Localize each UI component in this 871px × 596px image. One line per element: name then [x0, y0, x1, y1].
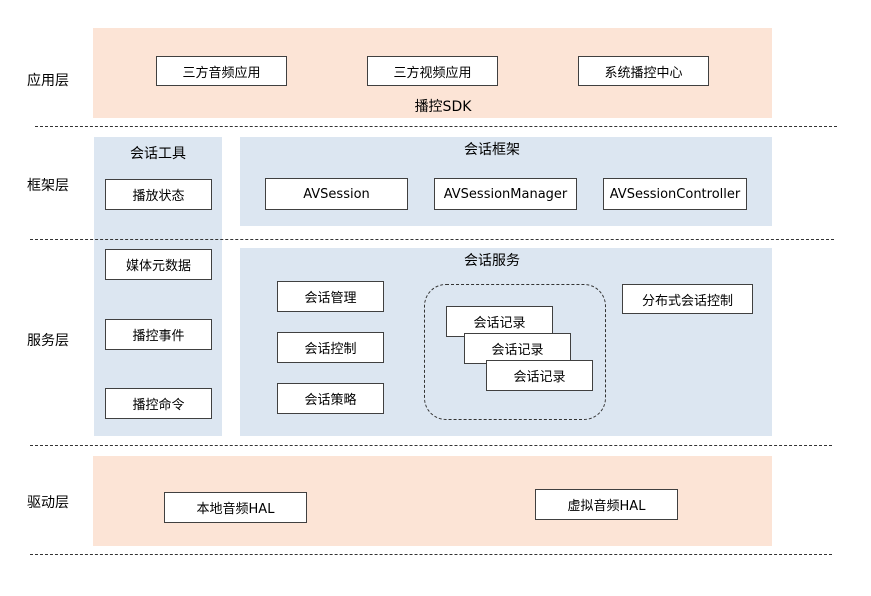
service-box-control: 会话控制	[277, 332, 384, 363]
layer-divider	[30, 239, 834, 240]
service-box-strategy: 会话策略	[277, 383, 384, 414]
framework-box-avsession-controller: AVSessionController	[603, 178, 747, 210]
session-record-box: 会话记录	[446, 306, 553, 337]
tool-box-metadata: 媒体元数据	[105, 249, 212, 280]
framework-box-avsession-manager: AVSessionManager	[434, 178, 577, 210]
layer-label-driver: 驱动层	[27, 495, 69, 511]
session-record-group	[424, 284, 606, 420]
tool-box-control-command: 播控命令	[105, 388, 212, 419]
layer-label-service: 服务层	[27, 333, 69, 349]
layer-divider	[35, 126, 837, 127]
app-box-audio: 三方音频应用	[156, 56, 287, 86]
tool-box-control-event: 播控事件	[105, 319, 212, 350]
session-record-box: 会话记录	[486, 360, 593, 391]
app-box-video: 三方视频应用	[367, 56, 498, 86]
layer-label-application: 应用层	[27, 73, 69, 89]
driver-box-local-audio-hal: 本地音频HAL	[164, 492, 307, 523]
session-service-title: 会话服务	[464, 253, 520, 269]
layer-divider	[30, 554, 832, 555]
tool-box-play-state: 播放状态	[105, 179, 212, 210]
session-framework-title: 会话框架	[464, 142, 520, 158]
service-box-distributed-control: 分布式会话控制	[622, 284, 753, 314]
layer-divider	[30, 445, 832, 446]
app-box-control-center: 系统播控中心	[578, 56, 709, 86]
session-tools-title: 会话工具	[130, 146, 186, 162]
driver-box-virtual-audio-hal: 虚拟音频HAL	[535, 489, 678, 520]
sdk-label: 播控SDK	[414, 99, 472, 115]
framework-box-avsession: AVSession	[265, 178, 408, 210]
layer-label-framework: 框架层	[27, 178, 69, 194]
service-box-management: 会话管理	[277, 281, 384, 312]
